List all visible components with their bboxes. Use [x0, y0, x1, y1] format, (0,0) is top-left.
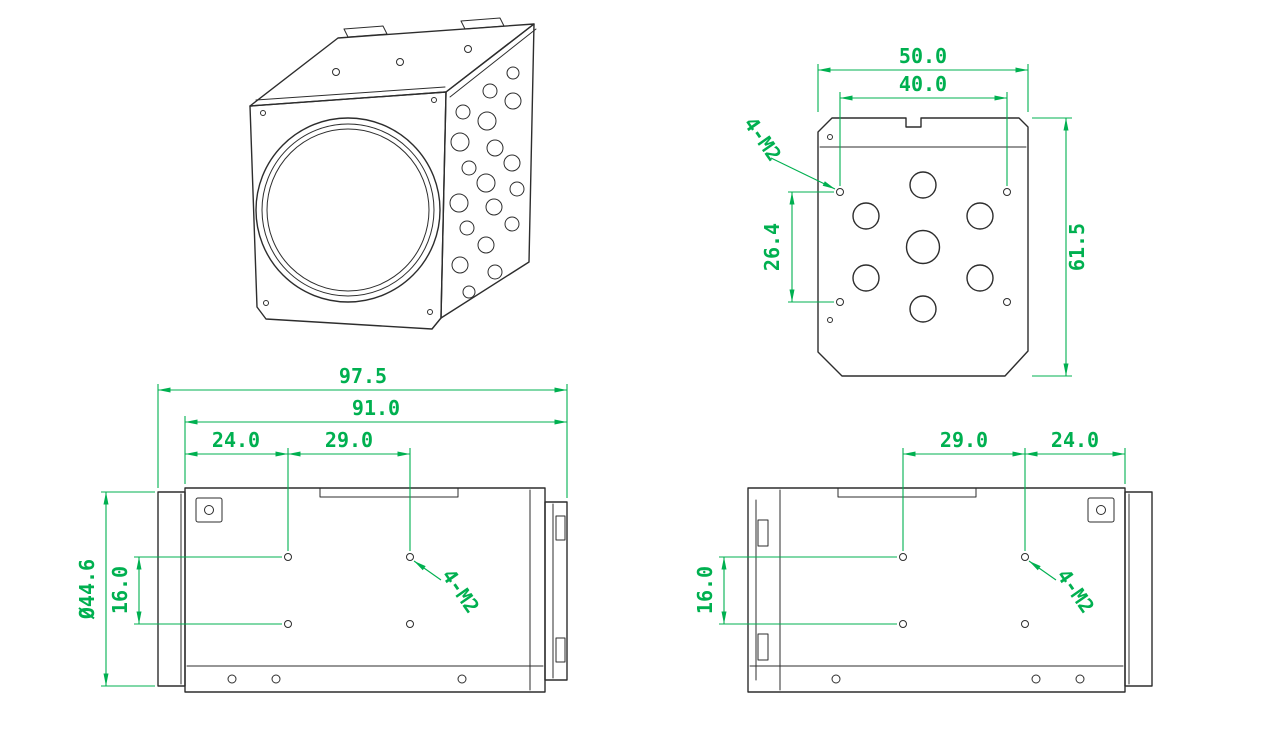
iso-top-tabs	[332, 17, 505, 76]
dim-side-left-hole-pitch: 29.0	[288, 428, 411, 551]
front-view: 50.0 40.0 61.5 26.4 4-M2	[739, 44, 1089, 377]
dim-front-height-overall-value: 61.5	[1065, 223, 1089, 271]
dim-front-width-overall-value: 50.0	[899, 44, 947, 68]
iso-body-outline	[249, 23, 537, 330]
dim-side-right-hole-pitch: 29.0	[902, 428, 1026, 551]
dim-side-right-hole-offset: 24.0	[1025, 428, 1126, 484]
thread-callout-side-right: 4-M2	[1028, 560, 1099, 618]
iso-front-screw-holes	[260, 97, 437, 315]
dim-side-right-hole-pitch-value: 29.0	[940, 428, 988, 452]
dim-side-left-hole-pitch-vertical: 16.0	[108, 556, 282, 625]
dim-front-mount-spacing-v: 26.4	[760, 191, 834, 303]
front-m2-holes	[836, 188, 1011, 306]
front-large-holes	[852, 171, 994, 323]
front-outline	[817, 117, 1029, 377]
dim-side-right-hole-offset-value: 24.0	[1051, 428, 1099, 452]
side-left-outline	[157, 487, 568, 693]
dim-front-mount-spacing-h: 40.0	[839, 72, 1008, 186]
thread-callout-side-left-value: 4-M2	[437, 564, 484, 617]
dim-side-left-hole-pitch-value: 29.0	[325, 428, 373, 452]
thread-callout-side-right-value: 4-M2	[1052, 564, 1099, 617]
dim-front-mount-spacing-h-value: 40.0	[899, 72, 947, 96]
thread-callout-side-left: 4-M2	[413, 560, 484, 618]
iso-lens	[255, 117, 441, 303]
side-view-right: 29.0 24.0 16.0 4-M2	[693, 428, 1153, 693]
side-right-outline	[747, 487, 1153, 693]
side-right-mount-holes	[899, 553, 1029, 628]
thread-callout-front-value: 4-M2	[739, 112, 786, 165]
dim-side-left-length-body-value: 91.0	[352, 396, 400, 420]
leader-line	[1028, 560, 1057, 581]
dim-front-height-overall: 61.5	[1032, 117, 1089, 377]
dim-side-left-length-overall: 97.5	[157, 364, 568, 498]
dim-side-left-length-overall-value: 97.5	[339, 364, 387, 388]
dim-side-left-hole-offset-value: 24.0	[212, 428, 260, 452]
dim-side-left-lens-diameter-value: Ø44.6	[75, 559, 99, 620]
dim-side-right-hole-pitch-vertical-value: 16.0	[693, 566, 717, 614]
side-view-left: 97.5 91.0 24.0 29.0 16.0 Ø44.6	[75, 364, 568, 693]
dim-side-right-hole-pitch-vertical: 16.0	[693, 556, 897, 625]
thread-callout-front: 4-M2	[739, 112, 836, 190]
isometric-view	[249, 17, 537, 330]
dim-side-left-hole-pitch-vertical-value: 16.0	[108, 566, 132, 614]
dim-side-left-lens-diameter: Ø44.6	[75, 491, 155, 687]
dim-side-left-length-body: 91.0	[184, 396, 567, 484]
side-left-mount-holes	[284, 553, 414, 628]
dim-front-mount-spacing-v-value: 26.4	[760, 223, 784, 271]
dim-side-left-hole-offset: 24.0	[185, 428, 289, 551]
iso-vent-holes	[449, 66, 525, 299]
leader-line	[413, 560, 442, 581]
dim-front-width-overall: 50.0	[817, 44, 1029, 112]
leader-line	[770, 157, 836, 190]
